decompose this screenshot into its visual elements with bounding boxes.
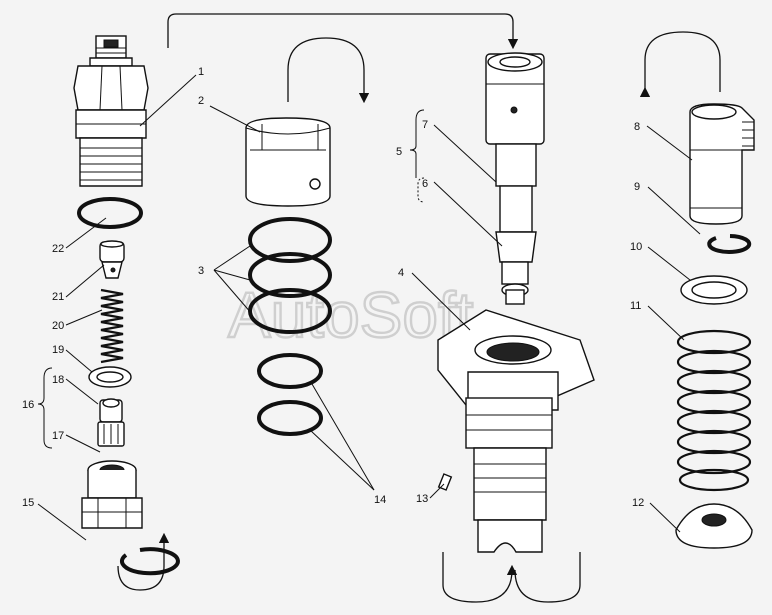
valve-part-21 bbox=[99, 240, 125, 279]
o-ring-14b bbox=[257, 400, 323, 436]
callout-17: 17 bbox=[52, 430, 64, 442]
callout-labels: 1 2 3 4 5 6 7 8 9 10 11 12 13 14 15 16 1… bbox=[22, 66, 644, 509]
seat-part-17 bbox=[97, 421, 125, 447]
callout-5: 5 bbox=[396, 146, 402, 158]
bottom-mid-arrow-a bbox=[442, 552, 518, 603]
callout-8: 8 bbox=[634, 121, 640, 133]
spring-11 bbox=[676, 329, 752, 492]
top-transfer-arrow bbox=[167, 13, 519, 50]
callout-6: 6 bbox=[422, 178, 428, 190]
callout-4: 4 bbox=[398, 267, 404, 279]
valve-part-18 bbox=[99, 398, 123, 423]
assembly-arrows bbox=[117, 13, 721, 603]
leader-lines bbox=[37, 74, 701, 541]
bottom-left-arrow bbox=[117, 532, 170, 591]
callout-9: 9 bbox=[634, 181, 640, 193]
bottom-mid-arrow-b bbox=[514, 552, 581, 603]
callout-2: 2 bbox=[198, 95, 204, 107]
o-ring-3b bbox=[248, 252, 332, 298]
callout-7: 7 bbox=[422, 119, 428, 131]
callout-12: 12 bbox=[632, 497, 644, 509]
callout-13: 13 bbox=[416, 493, 428, 505]
callout-19: 19 bbox=[52, 344, 64, 356]
ring-arrow bbox=[287, 37, 370, 104]
o-ring-3a bbox=[248, 217, 332, 263]
callout-20: 20 bbox=[52, 320, 64, 332]
housing-part-4 bbox=[437, 309, 595, 553]
snap-ring-15 bbox=[120, 547, 180, 576]
callout-18: 18 bbox=[52, 374, 64, 386]
fitting-part-1 bbox=[73, 35, 149, 187]
sleeve-arrow bbox=[639, 31, 721, 98]
callout-14: 14 bbox=[374, 494, 386, 506]
snap-ring-9 bbox=[707, 234, 752, 254]
callout-16: 16 bbox=[22, 399, 34, 411]
sleeve-part-2 bbox=[245, 117, 331, 207]
plunger-part-5 bbox=[485, 52, 545, 305]
watermark-text: AutoSoft bbox=[228, 279, 474, 351]
callout-11: 11 bbox=[630, 300, 641, 312]
callout-21: 21 bbox=[52, 291, 64, 303]
o-ring-22 bbox=[77, 197, 143, 229]
o-ring-14a bbox=[257, 353, 323, 389]
callout-22: 22 bbox=[52, 243, 64, 255]
nut-part bbox=[81, 460, 143, 529]
callout-1: 1 bbox=[198, 66, 204, 78]
spring-20 bbox=[100, 288, 124, 364]
spring-plate-12 bbox=[675, 503, 753, 549]
callout-10: 10 bbox=[630, 241, 642, 253]
callout-3: 3 bbox=[198, 265, 204, 277]
callout-15: 15 bbox=[22, 497, 34, 509]
gear-sleeve-part-8 bbox=[689, 103, 755, 225]
